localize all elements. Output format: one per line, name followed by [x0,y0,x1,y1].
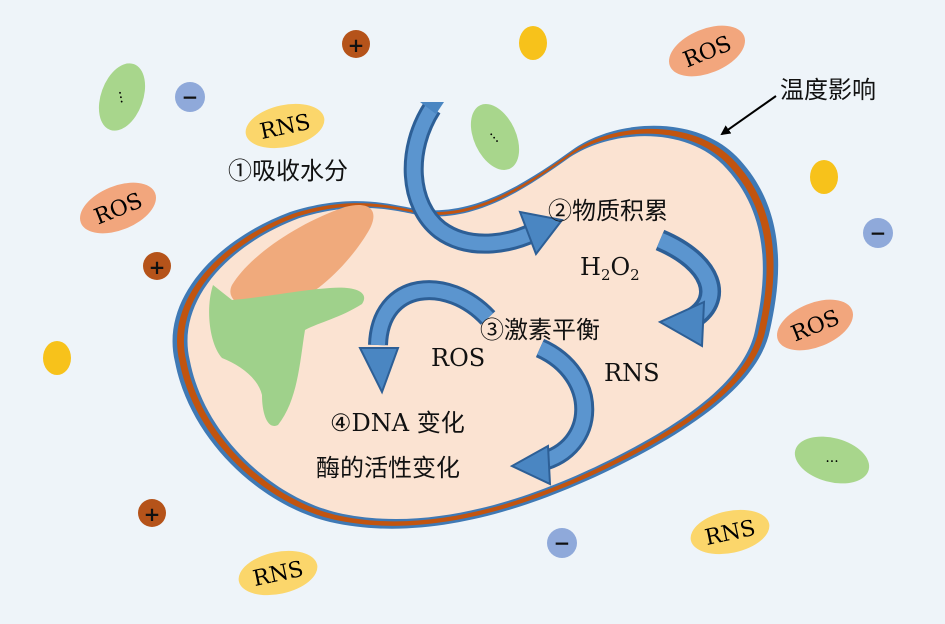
yellow-particle [810,160,838,194]
svg-text:+: + [348,33,365,57]
minus-particle: − [547,528,577,558]
label-absorb-water: ①吸收水分 [228,157,348,185]
label-ros-inside: ROS [431,344,486,372]
svg-text:···: ··· [825,454,838,470]
label-rns-inside: RNS [604,359,660,387]
arrow-water-intake [403,102,564,257]
minus-particle: − [175,82,205,112]
arrow-hormone-to-dna [358,280,496,395]
yellow-particle [519,26,547,60]
label-material-accumulation: ②物质积累 [548,197,668,225]
svg-text:+: + [149,255,166,279]
svg-text:···: ··· [111,89,129,105]
rns-particle: RNS [690,509,770,555]
rns-particle: RNS [245,103,325,149]
label-hormone-balance: ③激素平衡 [480,316,600,344]
green-particle: ··· [470,104,520,170]
ros-particle: ROS [777,299,853,351]
label-h2o2: H2O2 [580,253,640,284]
label-temperature-effect: 温度影响 [780,76,876,104]
minus-particle: − [863,218,893,248]
vacuole-shape [230,204,374,311]
arrow-ros-to-enzyme [509,338,595,486]
svg-text:+: + [144,502,161,526]
label-enzyme-activity: 酶的活性变化 [316,454,460,482]
green-particle: ··· [794,436,870,484]
label-dna-change: ④DNA 变化 [330,409,465,437]
svg-text:−: − [870,221,887,245]
plus-particle: + [342,30,370,58]
yellow-particle [43,341,71,375]
plus-particle: + [143,252,171,280]
ros-particle: ROS [669,25,745,77]
ros-particle: ROS [80,182,156,234]
arrow-material-to-rns [655,229,721,348]
plus-particle: + [138,499,166,527]
chloroplast-shape [209,285,365,426]
rns-particle: RNS [238,550,318,596]
green-particle: ··· [98,63,146,131]
svg-text:−: − [554,531,571,555]
temperature-pointer-line [720,95,777,136]
svg-text:−: − [182,85,199,109]
